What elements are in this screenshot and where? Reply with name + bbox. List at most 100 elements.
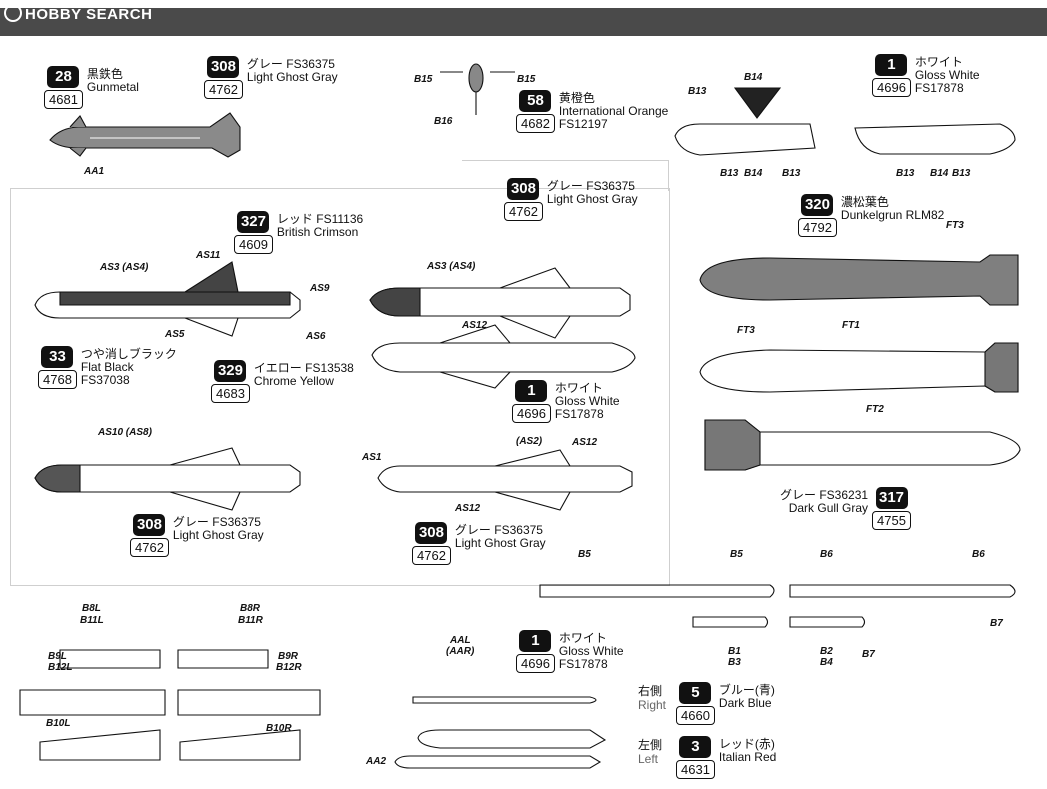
b16-bomb-drawing (440, 63, 515, 115)
part-label: AS1 (362, 452, 382, 463)
white-agm-drawing (371, 324, 636, 389)
part-label: FT1 (842, 320, 860, 331)
part-label: B10R (266, 723, 292, 734)
paint-name-en: International Orange (558, 104, 669, 118)
part-label: B13 (896, 168, 915, 179)
part-label: B12L (48, 662, 73, 673)
part-label: B13 (952, 168, 971, 179)
part-label: B13 (688, 86, 707, 97)
paint-number: 1 (519, 630, 552, 652)
paint-number: 320 (801, 194, 834, 216)
side-left-jp: 左側 (638, 738, 663, 752)
part-label: B11L (80, 615, 104, 626)
paint-code: 4696 (516, 654, 555, 673)
paint-name-en: Gloss White (558, 644, 624, 658)
paint-name-jp: ホワイト (914, 55, 963, 69)
paint-name-jp: グレー FS36231 (780, 488, 869, 502)
paint-name-en: Dark Gull Gray (788, 501, 869, 515)
paint-name-jp: グレー FS36375 (172, 515, 261, 529)
pylon-left-drawing (19, 649, 166, 761)
paint-number: 33 (41, 346, 74, 368)
paint-name-en: Dark Blue (718, 696, 772, 710)
paint-name-en: Flat Black (80, 360, 134, 374)
part-label: AS12 (462, 320, 488, 331)
gray-agm-left-drawing (34, 447, 301, 511)
paint-number: 317 (875, 487, 908, 509)
part-label: AS11 (196, 250, 221, 261)
aa1-missile-drawing (49, 112, 241, 158)
part-label: B4 (820, 657, 833, 668)
part-label: B1 (728, 646, 741, 657)
side-left-en: Left (638, 752, 659, 766)
paint-fs: FS17878 (554, 407, 604, 421)
part-label: B10L (46, 718, 71, 729)
side-right-en: Right (638, 698, 667, 712)
paint-name-en: Chrome Yellow (253, 374, 334, 388)
gray-agm-mid-drawing (377, 449, 633, 511)
paint-fs: FS17878 (914, 81, 964, 95)
paint-code: 4696 (512, 404, 551, 423)
part-label: B15 (414, 74, 433, 85)
paint-name-en: Dunkelgrun RLM82 (840, 208, 945, 222)
paint-number: 1 (515, 380, 548, 402)
part-label: AS12 (572, 437, 598, 448)
paint-name-jp: イエロー FS13538 (253, 361, 354, 375)
missile-panel-frame (10, 188, 670, 586)
paint-number: 3 (679, 736, 712, 758)
paint-code: 4762 (504, 202, 543, 221)
part-label: B12R (276, 662, 302, 673)
part-label: B6 (972, 549, 985, 560)
b6-rack-drawing (789, 584, 1016, 628)
white-fuel-tank-drawing (699, 342, 1019, 393)
paint-number: 327 (237, 211, 270, 233)
paint-fs: FS12197 (558, 117, 608, 131)
part-label: B15 (517, 74, 536, 85)
part-label: B8R (240, 603, 261, 614)
part-label: B5 (730, 549, 743, 560)
paint-name-jp: つや消しブラック (80, 347, 177, 361)
paint-code: 4631 (676, 760, 715, 779)
paint-fs: FS37038 (80, 373, 130, 387)
part-label: (AS2) (516, 436, 543, 447)
paint-code: 4682 (516, 114, 555, 133)
missile-panel-frame-notch (462, 160, 669, 191)
paint-name-jp: 濃松葉色 (840, 195, 889, 209)
paint-code: 4681 (44, 90, 83, 109)
part-label: (AAR) (446, 646, 475, 657)
paint-fs: FS17878 (558, 657, 608, 671)
paint-name-en: Gloss White (914, 68, 980, 82)
part-label: AAL (450, 635, 471, 646)
part-label: B8L (82, 603, 101, 614)
paint-name-jp: グレー FS36375 (246, 57, 335, 71)
part-label: B6 (820, 549, 833, 560)
paint-number: 329 (214, 360, 247, 382)
part-label: AS3 (AS4) (427, 261, 476, 272)
paint-code: 4683 (211, 384, 250, 403)
paint-name-en: British Crimson (276, 225, 359, 239)
paint-code: 4792 (798, 218, 837, 237)
paint-name-en: Light Ghost Gray (172, 528, 264, 542)
paint-code: 4755 (872, 511, 911, 530)
part-label: B13 (720, 168, 739, 179)
paint-name-jp: ブルー(青) (718, 683, 775, 697)
gray-agm-top-drawing (369, 267, 631, 339)
paint-number: 1 (875, 54, 908, 76)
paint-name-en: Light Ghost Gray (454, 536, 546, 550)
part-label: FT3 (946, 220, 964, 231)
part-label: AS12 (455, 503, 481, 514)
green-fuel-tank-drawing (699, 254, 1019, 306)
